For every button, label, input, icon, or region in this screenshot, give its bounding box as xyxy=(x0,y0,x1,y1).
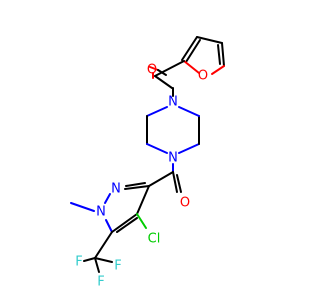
bond xyxy=(70,202,95,212)
bond xyxy=(217,44,221,65)
pyrazole-ring xyxy=(104,182,150,233)
structure-svg: O O N N O N N Cl F F F xyxy=(70,36,225,290)
bond xyxy=(149,66,159,71)
bond xyxy=(105,219,113,233)
bond xyxy=(94,257,100,273)
bond xyxy=(124,185,150,190)
molecule-diagram: O O N N O N N Cl F F F xyxy=(70,36,225,290)
bond xyxy=(178,143,200,154)
bond xyxy=(83,257,96,262)
bond xyxy=(136,185,150,215)
piperazine-ring xyxy=(146,87,200,154)
bond xyxy=(211,65,225,75)
bond xyxy=(94,231,113,259)
bond xyxy=(104,193,111,204)
bond xyxy=(178,106,200,117)
substituents xyxy=(70,202,147,273)
atom-label: F xyxy=(97,275,104,290)
bottom-carbonyl xyxy=(148,163,182,193)
bond xyxy=(185,39,201,63)
bond xyxy=(176,174,182,193)
atom-label: N xyxy=(168,151,178,166)
bond xyxy=(181,36,198,61)
atom-label: N xyxy=(168,95,178,110)
atom-label: F xyxy=(114,259,121,274)
bond xyxy=(125,182,146,187)
bond xyxy=(111,213,138,233)
bond xyxy=(94,257,113,263)
bond xyxy=(148,171,174,187)
top-carbonyl xyxy=(149,60,185,89)
bond xyxy=(196,36,223,44)
bond xyxy=(146,106,168,117)
bond xyxy=(136,213,147,229)
bond xyxy=(183,60,200,74)
bond xyxy=(172,171,178,193)
atom-label: N xyxy=(96,205,106,220)
bond xyxy=(116,217,138,233)
bond xyxy=(157,69,167,76)
atom-label: O xyxy=(180,196,190,211)
bond xyxy=(154,60,185,77)
bond xyxy=(146,143,168,154)
bond xyxy=(221,42,225,67)
atom-label: N xyxy=(111,182,121,197)
furan-ring xyxy=(181,36,225,75)
bond xyxy=(154,75,173,89)
atom-label: Cl xyxy=(148,232,161,247)
atom-label: O xyxy=(147,63,157,78)
atom-label: F xyxy=(75,255,82,270)
atom-label: O xyxy=(198,69,208,84)
